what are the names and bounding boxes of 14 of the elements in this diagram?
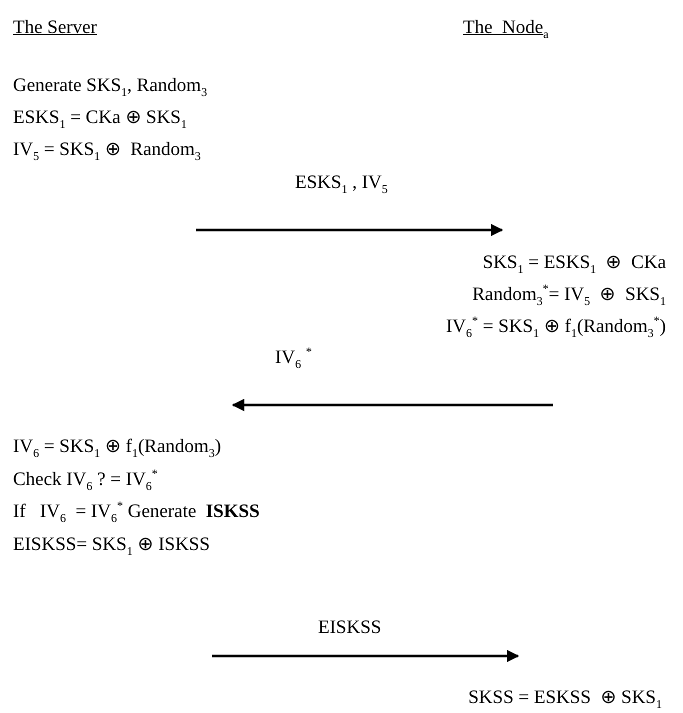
message-label: ESKS$_{1}$ , IV$_{5}$ <box>295 171 388 195</box>
equation-text: IV$_{6}$$^{*}$ = SKS$_{1}$ ⊕ f$_{1}$(Random$_{3}$$^{*}$) <box>446 315 666 339</box>
column-heading: The Server <box>13 16 97 40</box>
equation-text: If IV$_{6}$ = IV$_{6}$$^{*}$ Generate ISKSS <box>13 500 260 524</box>
column-heading: The Node$_{a}$ <box>463 16 549 40</box>
equation-text: EISKSS= SKS$_{1}$ ⊕ ISKSS <box>13 533 210 557</box>
equation-text: IV$_{6}$ = SKS$_{1}$ ⊕ f$_{1}$(Random$_{3}$) <box>13 435 222 459</box>
equation-text: Generate SKS$_{1}$, Random$_{3}$ <box>13 74 208 98</box>
equation-text: ESKS$_{1}$ = CKa ⊕ SKS$_{1}$ <box>13 106 187 130</box>
equation-text: IV$_{5}$ = SKS$_{1}$ ⊕ Random$_{3}$ <box>13 138 201 162</box>
equation-text: Random$_{3}$$^{*}$= IV$_{5}$ ⊕ SKS$_{1}$ <box>472 283 666 307</box>
equation-text: SKS$_{1}$ = ESKS$_{1}$ ⊕ CKa <box>482 251 666 275</box>
equation-text: SKSS = ESKSS ⊕ SKS$_{1}$ <box>468 686 662 710</box>
message-label: EISKSS <box>318 616 382 640</box>
